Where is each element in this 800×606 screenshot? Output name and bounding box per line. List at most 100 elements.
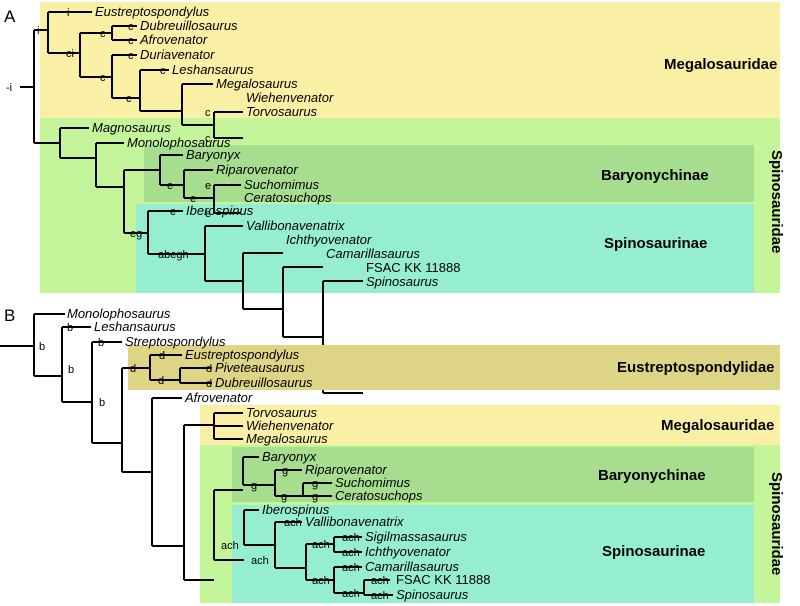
- megalosauridae-box-b: [200, 405, 780, 445]
- node-label: c: [128, 21, 134, 33]
- clade-label-baryonychinae-a: Baryonychinae: [601, 167, 709, 184]
- tree-branches-a: [20, 11, 363, 394]
- taxon-vallibonavenatrix: Vallibonavenatrix: [246, 218, 345, 233]
- node-label: d: [130, 363, 136, 375]
- node-label: ach: [371, 590, 389, 602]
- clade-label-spinosauridae-a: Spinosauridae: [768, 150, 785, 253]
- taxon-torvosaurus: Torvosaurus: [246, 104, 318, 119]
- node-label: ach: [251, 555, 269, 567]
- node-label: ach: [221, 540, 239, 552]
- baryonychinae-box-a: [144, 145, 754, 202]
- taxon-leshansaurus: Leshansaurus: [172, 62, 254, 77]
- node-label: g: [251, 480, 257, 492]
- node-label: d: [159, 350, 165, 362]
- taxon-iberospinus: Iberospinus: [186, 203, 254, 218]
- taxon-wiehenvenator: Wiehenvenator: [246, 90, 334, 105]
- node-label: e: [205, 180, 211, 192]
- node-label: g: [312, 478, 318, 490]
- panel-a: A Megalosauridae Baryonychinae Spinosaur…: [4, 2, 785, 394]
- node-label: c: [100, 72, 106, 84]
- taxon-riparovenator: Riparovenator: [305, 462, 387, 477]
- taxon-eustreptospondylus: Eustreptospondylus: [185, 347, 300, 362]
- node-label: ach: [371, 575, 389, 587]
- node-label: c: [205, 107, 211, 119]
- taxon-riparovenator: Riparovenator: [216, 162, 298, 177]
- node-label: c: [128, 50, 134, 62]
- node-label: d: [206, 378, 212, 390]
- panel-b: B Eustreptospondylidae Megalosauridae Ba…: [0, 306, 785, 603]
- clade-label-eustreptospondylidae-b: Eustreptospondylidae: [617, 359, 775, 376]
- taxon-labels-b: Monolophosaurus Leshansaurus Streptospon…: [67, 306, 490, 602]
- node-label: c: [160, 65, 166, 77]
- node-label: g: [282, 465, 288, 477]
- node-label: i: [67, 7, 69, 19]
- taxon-ichthyovenator: Ichthyovenator: [286, 232, 372, 247]
- node-label: b: [67, 322, 73, 334]
- spinosaurinae-box-a: [136, 204, 754, 293]
- taxon-duriavenator: Duriavenator: [140, 47, 215, 62]
- node-labels-b: b b b b d d d d d b g g g g g ach ach ac…: [39, 322, 389, 602]
- node-label: eg: [130, 228, 142, 240]
- spinosaurinae-box-b: [232, 505, 754, 603]
- taxon-baryonyx: Baryonyx: [262, 449, 317, 464]
- node-label: e: [190, 193, 196, 205]
- taxon-suchomimus: Suchomimus: [244, 177, 320, 192]
- megalosauridae-box-a: [40, 2, 780, 118]
- taxon-piveteausaurus: Piveteausaurus: [215, 360, 305, 375]
- taxon-monolophosaurus: Monolophosaurus: [127, 135, 231, 150]
- node-label: ach: [284, 517, 302, 529]
- node-label: b: [39, 341, 45, 353]
- taxon-leshansaurus: Leshansaurus: [94, 319, 176, 334]
- tree-branches-b: [0, 313, 393, 596]
- taxon-wiehenvenator: Wiehenvenator: [246, 418, 334, 433]
- taxon-spinosaurus: Spinosaurus: [396, 587, 469, 602]
- clade-label-spinosaurinae-a: Spinosaurinae: [604, 235, 707, 252]
- taxon-eustreptospondylus: Eustreptospondylus: [95, 4, 210, 19]
- node-label: i: [37, 25, 39, 37]
- panel-label-b: B: [4, 306, 15, 325]
- node-label: ach: [312, 539, 330, 551]
- node-label: e: [205, 208, 211, 220]
- node-label: c: [205, 133, 211, 145]
- taxon-suchomimus: Suchomimus: [335, 475, 411, 490]
- node-label: ach: [342, 532, 360, 544]
- node-label: c: [128, 35, 134, 47]
- taxon-camarillasaurus: Camarillasaurus: [326, 246, 420, 261]
- node-labels-a: -i i i ci c c c c c c c c c e e e e eg e…: [6, 7, 211, 261]
- node-label: ach: [342, 547, 360, 559]
- taxon-fsac-kk-11888: FSAC KK 11888: [396, 572, 490, 587]
- taxon-streptospondylus: Streptospondylus: [125, 334, 226, 349]
- taxon-dubreuillosaurus: Dubreuillosaurus: [215, 375, 313, 390]
- taxon-dubreuillosaurus: Dubreuillosaurus: [140, 18, 238, 33]
- node-label: ach: [312, 575, 330, 587]
- taxon-ceratosuchops: Ceratosuchops: [335, 488, 423, 503]
- taxon-labels-a: Eustreptospondylus Dubreuillosaurus Afro…: [92, 4, 460, 289]
- taxon-sigilmassasaurus: Sigilmassasaurus: [365, 529, 467, 544]
- node-label: abegh: [158, 249, 189, 261]
- node-label: e: [167, 180, 173, 192]
- taxon-torvosaurus: Torvosaurus: [246, 405, 318, 420]
- node-label: e: [170, 206, 176, 218]
- node-label: d: [158, 375, 164, 387]
- node-label: c: [126, 93, 132, 105]
- taxon-ichthyovenator: Ichthyovenator: [365, 544, 451, 559]
- clade-label-megalosauridae-a: Megalosauridae: [664, 56, 777, 73]
- node-label: b: [98, 337, 104, 349]
- taxon-afrovenator: Afrovenator: [139, 32, 208, 47]
- node-label: d: [206, 363, 212, 375]
- taxon-spinosaurus: Spinosaurus: [366, 274, 439, 289]
- clade-label-spinosauridae-b: Spinosauridae: [768, 472, 785, 575]
- taxon-megalosaurus: Megalosaurus: [216, 76, 298, 91]
- eustreptospondylidae-box-b: [128, 345, 780, 390]
- clade-label-baryonychinae-b: Baryonychinae: [598, 467, 706, 484]
- taxon-camarillasaurus: Camarillasaurus: [365, 559, 459, 574]
- taxon-magnosaurus: Magnosaurus: [92, 120, 171, 135]
- node-label: b: [99, 397, 105, 409]
- taxon-megalosaurus: Megalosaurus: [246, 431, 328, 446]
- node-label: ci: [66, 48, 74, 60]
- clade-label-megalosauridae-b: Megalosauridae: [661, 417, 774, 434]
- taxon-vallibonavenatrix: Vallibonavenatrix: [305, 514, 404, 529]
- clade-label-spinosaurinae-b: Spinosaurinae: [602, 543, 705, 560]
- node-label: ach: [342, 588, 360, 600]
